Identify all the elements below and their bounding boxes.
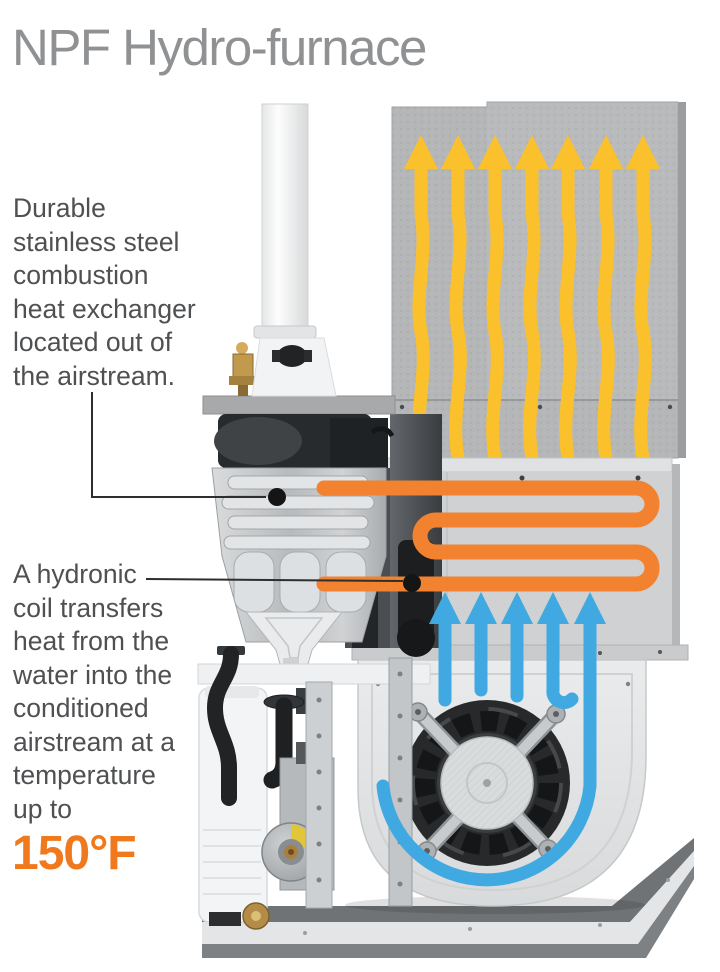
supply-air-arrow-tails — [412, 159, 652, 465]
return-air-arrow-head — [537, 592, 569, 624]
leader-dot-heat-exchanger — [268, 488, 286, 506]
gas-valve-brass — [229, 342, 257, 396]
return-air-arrow-tail — [546, 611, 579, 710]
condensate-hose — [206, 646, 245, 806]
flue-adapter — [251, 337, 337, 397]
heated-air-arrow-head — [404, 135, 438, 169]
hydronic-coil — [316, 480, 660, 592]
return-air-loop — [376, 611, 597, 887]
brass-drain-fitting — [242, 902, 270, 930]
heated-air-arrow-head — [478, 135, 512, 169]
heated-air-arrow-tail — [559, 159, 577, 465]
heated-air-arrow-tail — [449, 159, 467, 465]
combustion-blower-motor — [214, 414, 395, 468]
heated-air-arrow-tail — [486, 159, 504, 465]
heated-air-arrow-tail — [634, 159, 652, 465]
mounting-shelf — [202, 395, 396, 415]
leader-line-heat-exchanger — [91, 392, 266, 498]
temperature-value: 150°F — [12, 827, 137, 880]
hydronic-components — [197, 646, 431, 930]
expansion-tank — [198, 686, 268, 926]
callout-dots — [268, 488, 421, 592]
heated-air-arrow-head — [589, 135, 623, 169]
return-air-arrow-head — [429, 592, 461, 624]
heated-air-arrow-head — [441, 135, 475, 169]
heated-air-arrow-head — [551, 135, 585, 169]
heated-air-arrow-tail — [597, 159, 615, 465]
callout-leaders — [91, 392, 404, 582]
return-air-arrow-head — [501, 592, 533, 624]
return-air-arrow-tails — [376, 611, 597, 887]
heated-air-arrow-tail — [523, 159, 541, 465]
leader-line-hydronic-coil — [145, 578, 404, 582]
annotation-heat-exchanger: Durable stainless steel combustion heat … — [13, 193, 196, 391]
return-air-arrow-head — [574, 592, 606, 624]
annotation-hydronic-coil: A hydronic coil transfers heat from the … — [13, 559, 176, 824]
flue-pipe — [253, 103, 317, 339]
return-air-arrow-head — [465, 592, 497, 624]
supply-air-arrow-heads — [404, 135, 660, 169]
return-air-arrow-heads — [429, 592, 606, 624]
heat-exchanger-assembly — [202, 337, 442, 674]
heat-exchanger-body — [211, 467, 387, 674]
blower-fan — [404, 700, 570, 866]
heated-air-arrow-head — [626, 135, 660, 169]
leader-dot-hydronic-coil — [403, 574, 421, 592]
page-title: NPF Hydro-furnace — [12, 19, 427, 76]
blower-assembly — [357, 659, 647, 907]
heated-air-arrow-head — [515, 135, 549, 169]
